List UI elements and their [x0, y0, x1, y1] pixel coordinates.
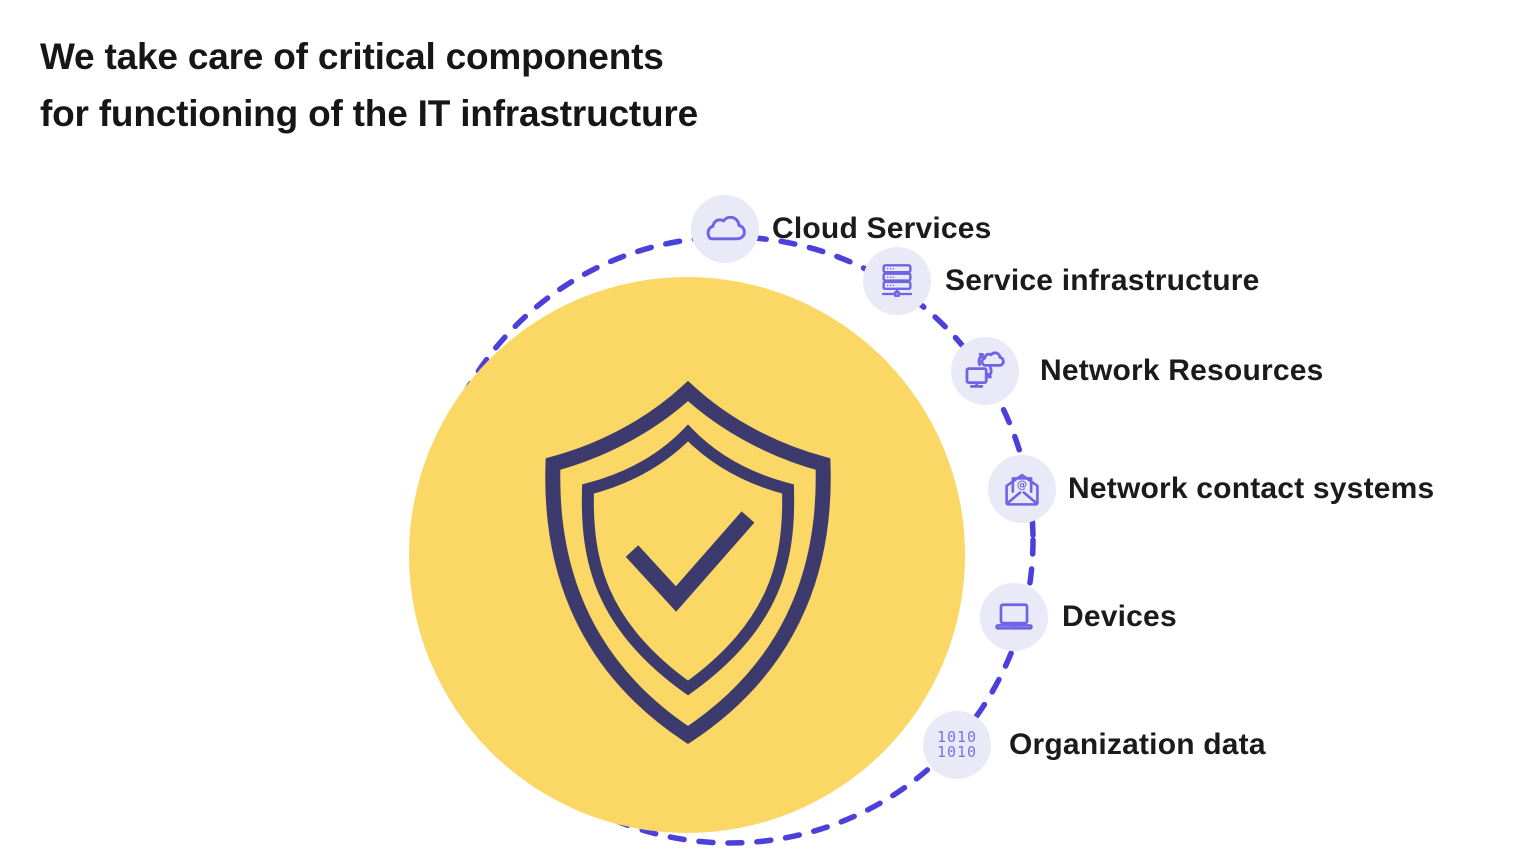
- monitor-cloud-sync-icon: [965, 351, 1005, 388]
- laptop-icon: [995, 603, 1033, 630]
- server-rack-icon: [881, 264, 913, 298]
- check-mark: [625, 511, 755, 612]
- shield-check-icon: [545, 380, 831, 745]
- yellow-circle: [409, 277, 965, 833]
- shield-outer-outline: [545, 380, 831, 745]
- badge-service-infrastructure: [863, 247, 931, 315]
- at-symbol: @: [1017, 479, 1027, 491]
- binary-line-2: 1010: [936, 743, 978, 761]
- page-title-line-1: We take care of critical components: [40, 36, 664, 77]
- label-network-resources: Network Resources: [1040, 354, 1324, 387]
- badge-cloud-services: [691, 195, 759, 263]
- label-cloud-services: Cloud Services: [772, 212, 992, 245]
- page-title-line-2: for functioning of the IT infrastructure: [40, 93, 698, 134]
- badge-network-contact-systems: @: [988, 455, 1056, 523]
- label-devices: Devices: [1062, 600, 1177, 633]
- badge-devices: [980, 583, 1048, 651]
- badge-organization-data: 1010 1010: [923, 711, 991, 779]
- shield-inner-outline: [581, 424, 795, 696]
- page-title: We take care of critical components for …: [40, 28, 698, 142]
- label-organization-data: Organization data: [1009, 728, 1266, 761]
- binary-line-1: 1010: [936, 728, 978, 746]
- email-at-icon: @: [1005, 473, 1039, 506]
- badge-network-resources: [951, 337, 1019, 405]
- binary-data-icon: 1010 1010: [937, 730, 977, 760]
- label-network-contact-systems: Network contact systems: [1068, 472, 1435, 505]
- label-service-infrastructure: Service infrastructure: [945, 264, 1260, 297]
- cloud-icon: [706, 215, 746, 241]
